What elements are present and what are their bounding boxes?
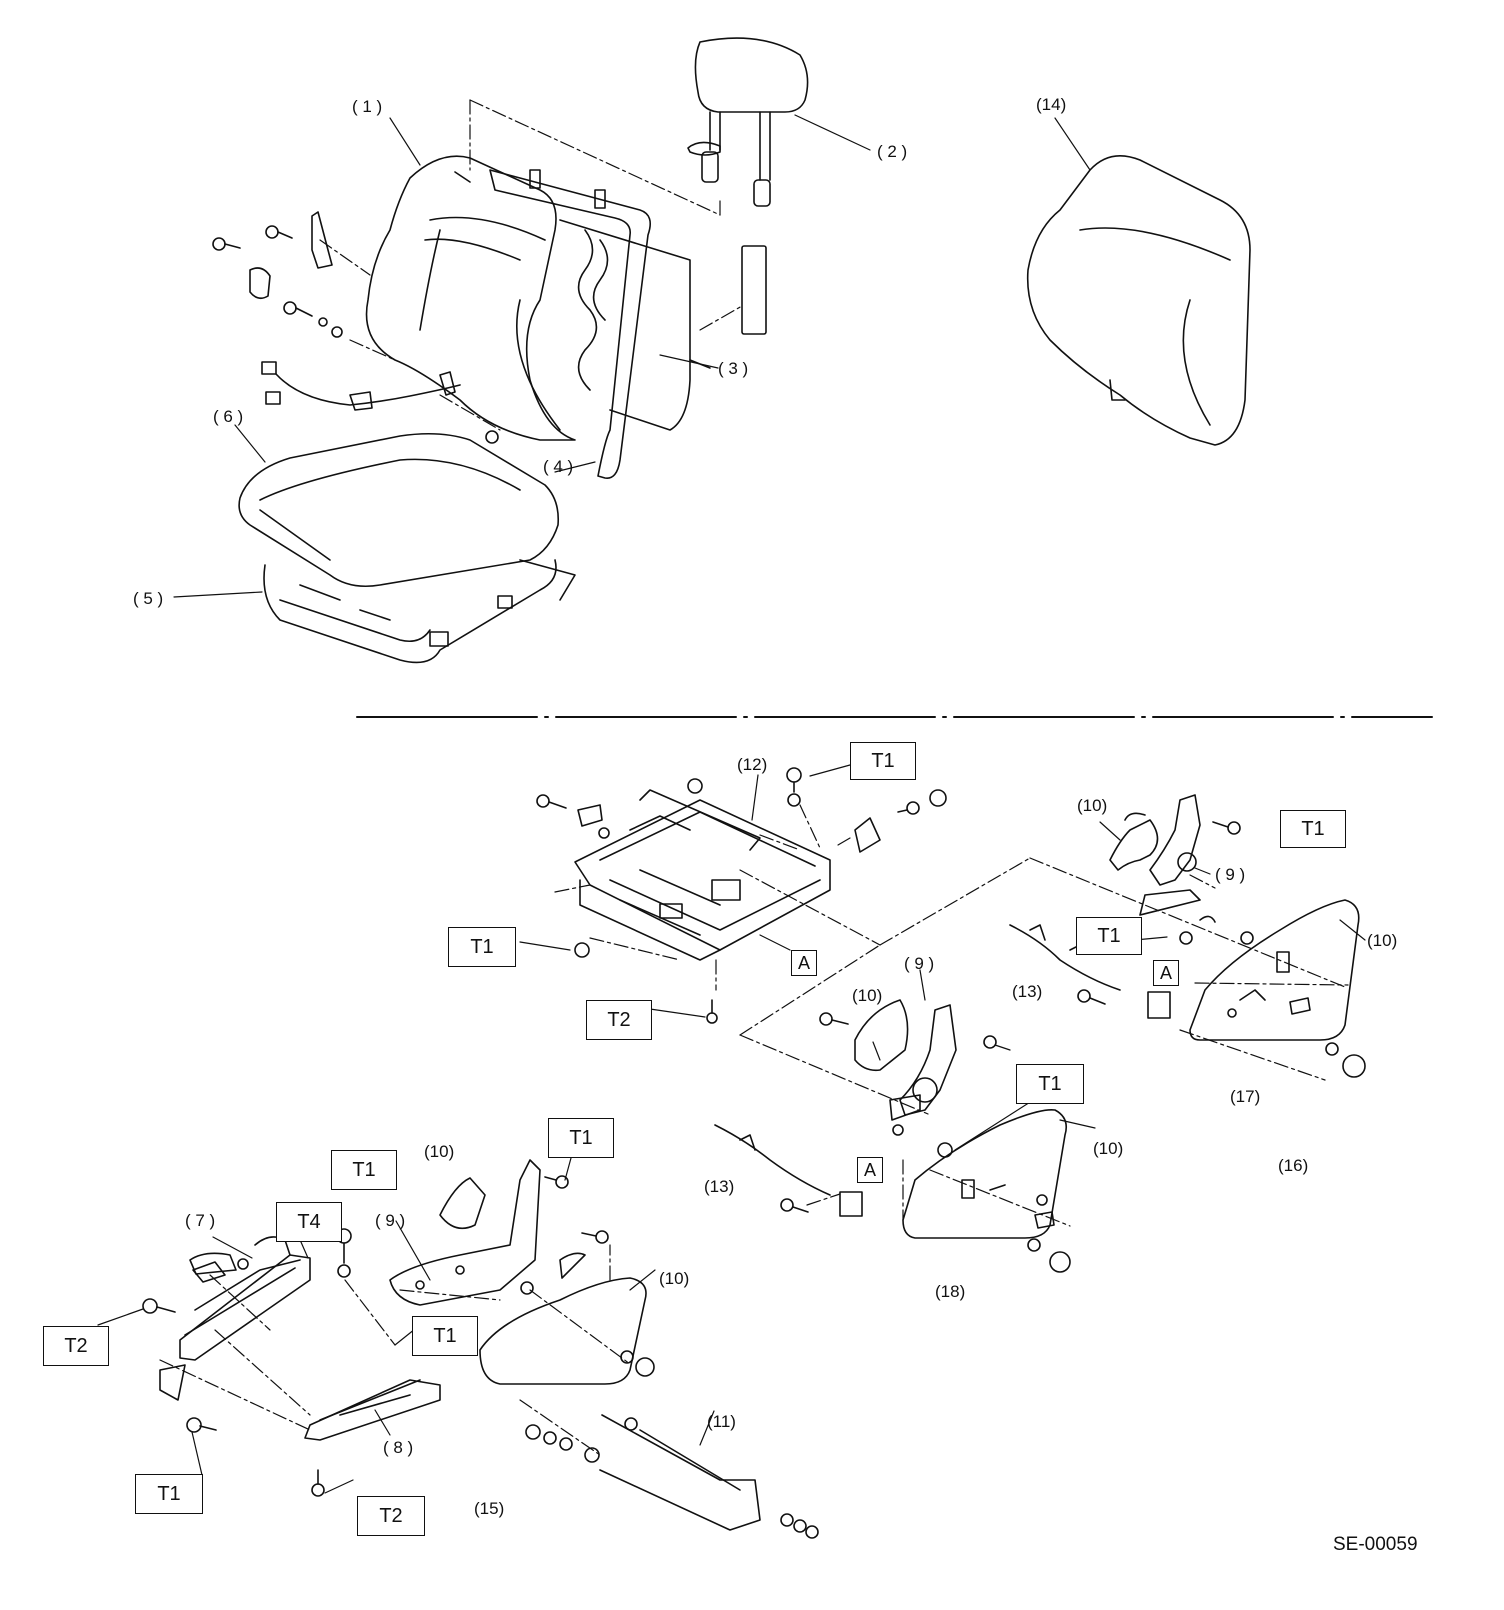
callout-6: ( 6 ) <box>213 407 244 426</box>
seat-rod-part <box>525 1414 819 1539</box>
callout-17: (17) <box>1230 1087 1261 1106</box>
reference-mark-a-middle: A <box>857 1157 883 1183</box>
callout-15: (15) <box>474 1499 505 1518</box>
headrest-part <box>687 37 809 207</box>
callout-4: ( 4 ) <box>543 457 574 476</box>
reference-mark-a-frame: A <box>791 950 817 976</box>
callout-18: (18) <box>935 1282 966 1301</box>
recliner-right-part <box>1109 794 1254 945</box>
seat-back-part <box>365 155 576 441</box>
torque-label-t1-left-bolt: T1 <box>331 1150 397 1190</box>
callout-10-right-cover: (10) <box>1367 931 1398 950</box>
callout-12: (12) <box>737 755 768 774</box>
reference-mark-a-right: A <box>1153 960 1179 986</box>
callout-9-right: ( 9 ) <box>1215 865 1246 884</box>
torque-label-t1-middle: T1 <box>1016 1064 1084 1104</box>
seat-side-cover-left-part <box>479 1230 655 1385</box>
callout-14: (14) <box>1036 95 1067 114</box>
torque-label-t4: T4 <box>276 1202 342 1242</box>
seat-cushion-part <box>238 432 560 588</box>
slide-rail-inner-part <box>304 1379 441 1441</box>
torque-label-t2-bottom: T2 <box>357 1496 425 1536</box>
callout-5: ( 5 ) <box>133 589 164 608</box>
callout-3: ( 3 ) <box>718 359 749 378</box>
callout-13-middle: (13) <box>704 1177 735 1196</box>
callout-10-middle-cover: (10) <box>1093 1139 1124 1158</box>
seat-side-cover-middle-part <box>902 1108 1068 1239</box>
torque-label-t2-frame: T2 <box>586 1000 652 1040</box>
seat-side-cover-right-part <box>1189 899 1360 1041</box>
callout-9-left: ( 9 ) <box>375 1211 406 1230</box>
callout-9-middle: ( 9 ) <box>904 954 935 973</box>
torque-label-t2-left: T2 <box>43 1326 109 1366</box>
callout-10-middle: (10) <box>852 986 883 1005</box>
left-fasteners <box>142 1228 352 1497</box>
seat-back-frame-part <box>489 169 651 479</box>
harness-middle-part <box>714 1124 1071 1273</box>
torque-label-t1-right-recliner: T1 <box>1280 810 1346 848</box>
callout-10-upper-right: (10) <box>1077 796 1108 815</box>
back-bolts <box>212 211 499 444</box>
seat-back-board-part <box>559 219 711 431</box>
lift-lever-part <box>189 1252 249 1275</box>
callout-11: (11) <box>707 1412 736 1431</box>
callout-8: ( 8 ) <box>383 1438 414 1457</box>
callout-7: ( 7 ) <box>185 1211 216 1230</box>
seat-back-variant-part <box>1026 154 1251 446</box>
torque-label-t1-rail: T1 <box>412 1316 478 1356</box>
adjuster-fasteners <box>536 767 947 1024</box>
torque-label-t1-top: T1 <box>850 742 916 780</box>
harness-right-part <box>1009 924 1366 1078</box>
torque-label-t1-bottom: T1 <box>135 1474 203 1514</box>
torque-label-t1-left-recliner: T1 <box>548 1118 614 1158</box>
slide-rail-part <box>159 1236 311 1401</box>
power-adjuster-frame-part <box>574 778 831 961</box>
callout-10-left: (10) <box>424 1142 455 1161</box>
callout-16: (16) <box>1278 1156 1309 1175</box>
callout-13-right: (13) <box>1012 982 1043 1001</box>
recliner-middle-part <box>819 999 997 1158</box>
seat-frame-part <box>263 559 576 664</box>
torque-label-t1-frame: T1 <box>448 927 516 967</box>
callout-2: ( 2 ) <box>877 142 908 161</box>
cushion-harness <box>261 361 461 411</box>
callout-10-left-cover: (10) <box>659 1269 690 1288</box>
callout-1: ( 1 ) <box>352 97 383 116</box>
torque-label-t1-right-bolt: T1 <box>1076 917 1142 955</box>
recliner-left-part <box>389 1159 569 1306</box>
diagram-code: SE-00059 <box>1333 1534 1418 1555</box>
headrest-guide-part <box>741 245 767 335</box>
